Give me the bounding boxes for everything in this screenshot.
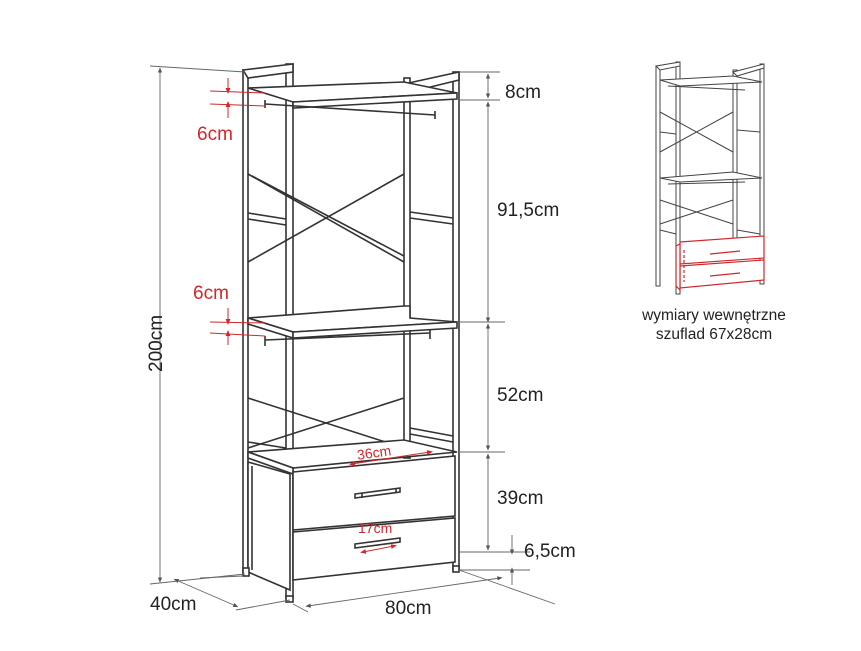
total-height-label: 200cm — [146, 314, 167, 372]
hanger-gap-middle-label: 6cm — [193, 283, 229, 304]
leg-height-label: 6,5cm — [524, 541, 576, 562]
wardrobe-frame — [241, 63, 460, 603]
handle-width-label: 17cm — [358, 520, 393, 536]
inset-caption-line1: wymiary wewnętrzne — [642, 307, 786, 324]
top-thickness-label: 8cm — [505, 82, 541, 103]
inset-caption-line2: szuflad 67x28cm — [655, 326, 773, 343]
red-dimension-lines — [209, 78, 433, 554]
drawer-section-label: 39cm — [497, 488, 544, 509]
upper-section-label: 91,5cm — [497, 200, 560, 221]
width-label: 80cm — [385, 598, 432, 619]
inset-drawers — [675, 235, 765, 292]
inset-caption: wymiary wewnętrzne szuflad 67x28cm — [614, 306, 814, 344]
depth-label: 40cm — [150, 594, 197, 615]
hanger-gap-top-label: 6cm — [197, 124, 233, 145]
middle-section-label: 52cm — [497, 385, 544, 406]
dimension-lines — [149, 65, 556, 613]
inset-wardrobe — [654, 61, 765, 295]
